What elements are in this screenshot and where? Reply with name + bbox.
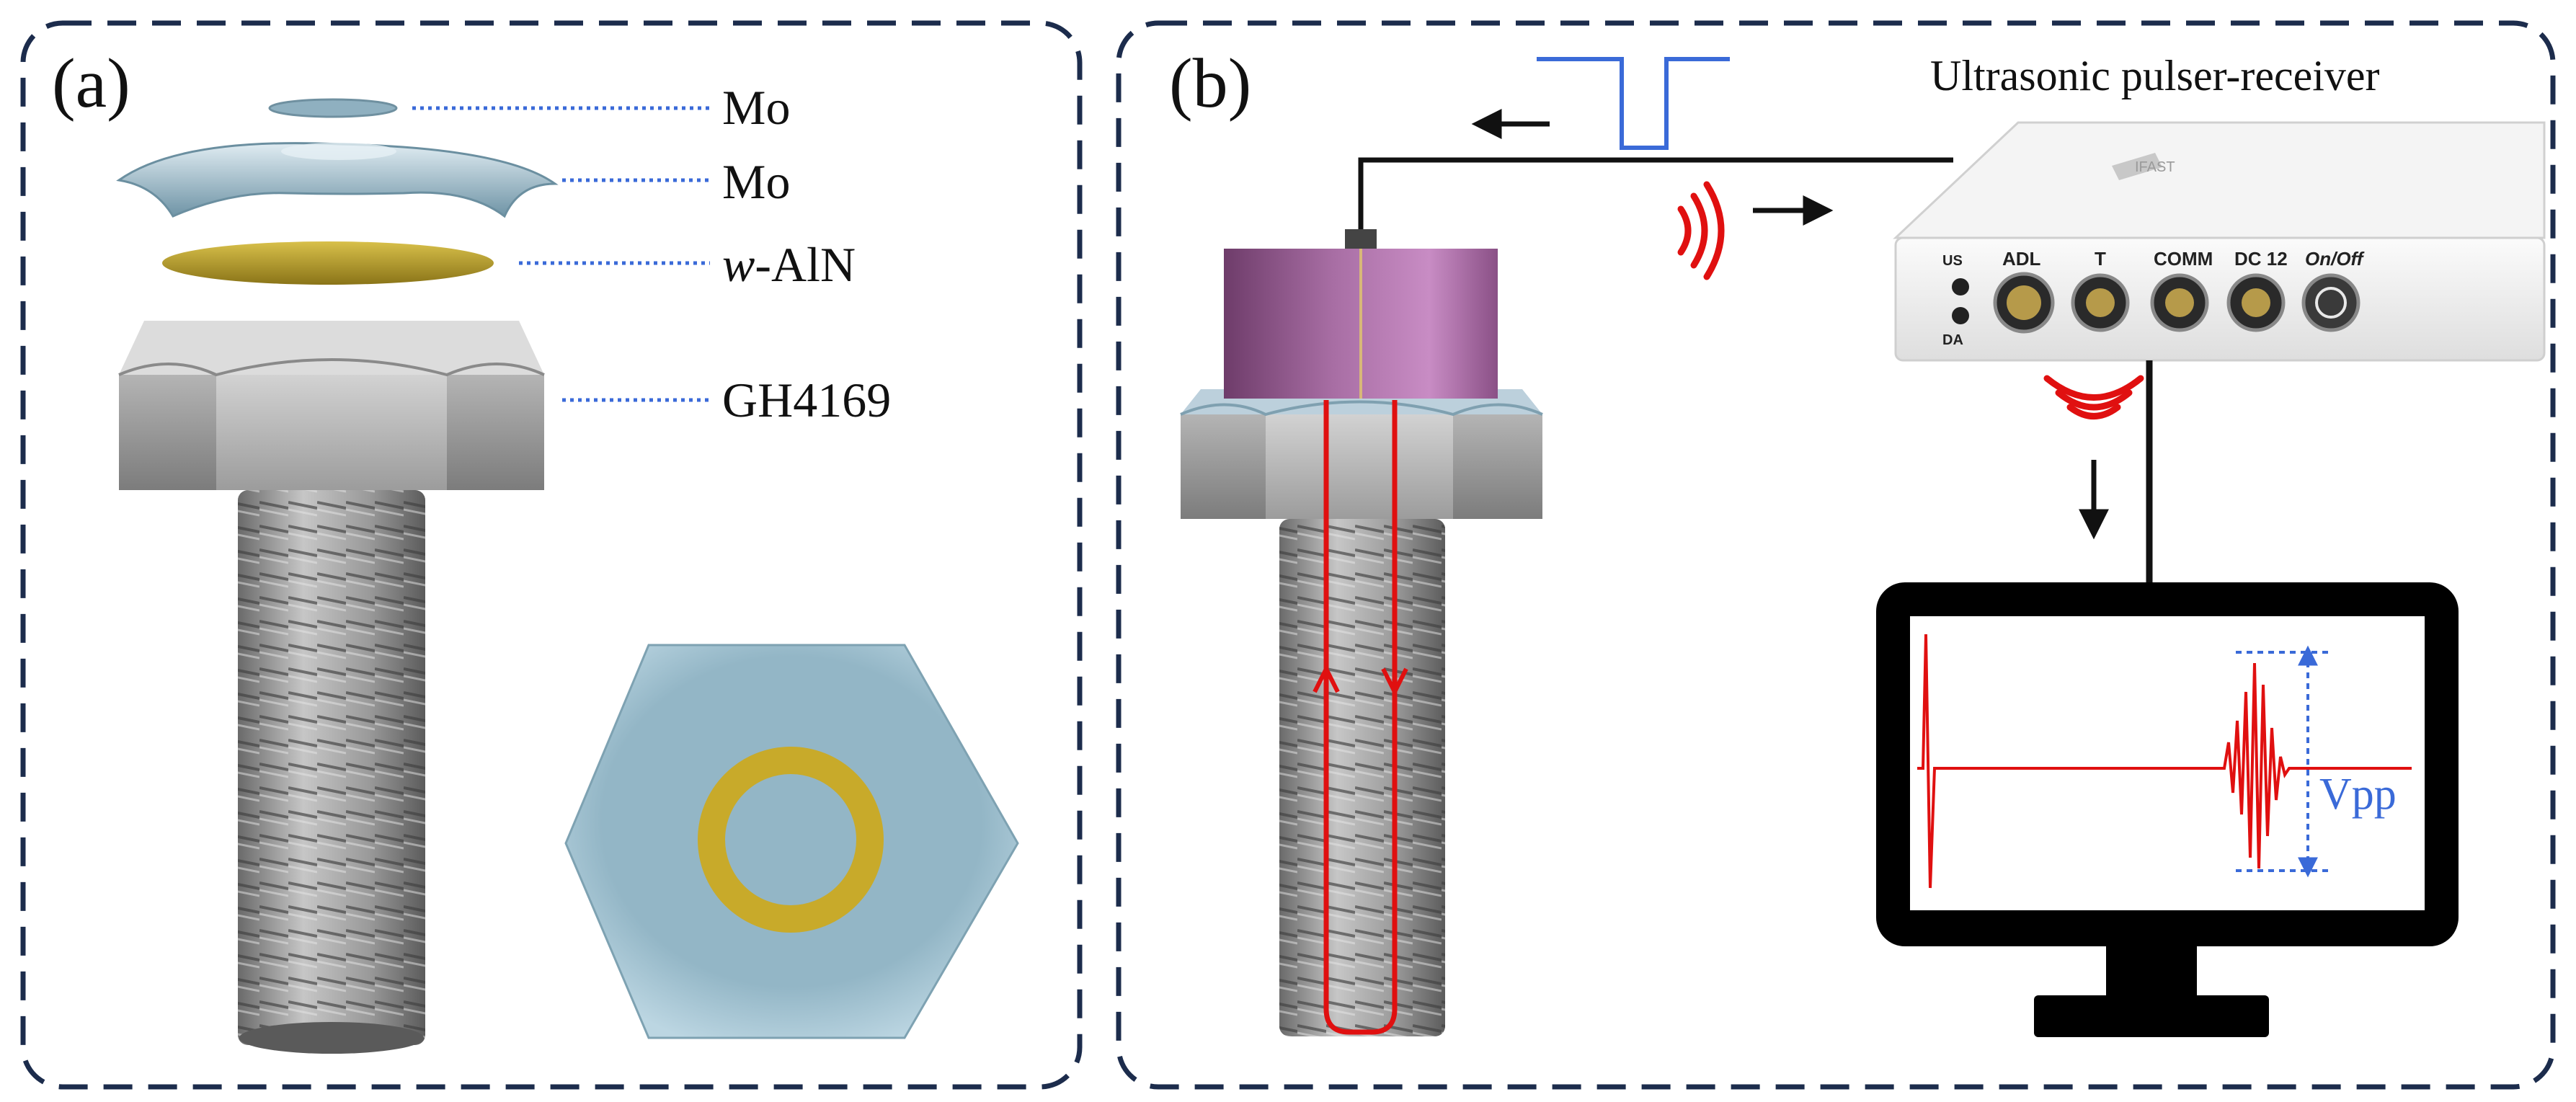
panel-a-tag: (a) <box>52 45 130 123</box>
port-label-comm: COMM <box>2154 248 2213 270</box>
port-label-t: T <box>2095 248 2106 270</box>
layer-label-aln-italic: w <box>722 237 755 292</box>
monitor-screen <box>1910 616 2425 910</box>
aln-film-disc <box>162 241 494 285</box>
brand-logo <box>2112 153 2162 180</box>
wireless-signal-down-icon <box>2043 375 2144 419</box>
leader-lines-a <box>412 106 710 402</box>
pulse-waveform <box>1537 57 1730 150</box>
port-label-dc12: DC 12 <box>2234 248 2288 270</box>
us-jack <box>1952 278 1969 296</box>
wireless-signal-icon <box>1677 181 1725 280</box>
aln-ring <box>698 747 884 933</box>
bolt-hex-head <box>118 321 545 490</box>
side-label-da: DA <box>1942 332 1963 348</box>
echo-signal-trace <box>1917 634 2412 889</box>
panel-b-tag: (b) <box>1169 45 1251 123</box>
top-view-hex <box>564 644 1019 1039</box>
bolt-shank-b <box>1279 519 1445 1036</box>
connector-pin <box>1345 229 1377 249</box>
device-title: Ultrasonic pulser-receiver <box>1930 52 2380 99</box>
layer-label-mo-top: Mo <box>722 80 790 135</box>
mo-top-electrode <box>268 98 398 118</box>
acoustic-wave-path <box>1313 400 1408 1035</box>
signal-cable <box>1358 157 1953 229</box>
pulser-receiver-device: IFAST US DA ADL T COMM DC 12 On/Off <box>1893 121 2546 362</box>
layer-label-gh4169: GH4169 <box>722 373 891 427</box>
port-label-adl: ADL <box>2002 248 2041 270</box>
layer-label-aln: w-AlN <box>722 237 856 292</box>
bolt-shank <box>238 490 425 1054</box>
brand-text: IFAST <box>2135 159 2175 175</box>
vpp-label: Vpp <box>2319 770 2397 819</box>
panel-a-frame <box>20 20 1083 1090</box>
panel-b-frame <box>1116 20 2556 1090</box>
da-jack <box>1952 307 1969 324</box>
side-label-us: US <box>1942 253 1963 269</box>
power-button <box>2301 273 2360 332</box>
layer-label-aln-rest: -AlN <box>755 237 856 292</box>
port-label-onoff: On/Off <box>2305 248 2365 270</box>
vpp-indicator <box>2236 645 2329 878</box>
layer-label-mo-dome: Mo <box>722 154 790 209</box>
bolt-hex-head-b <box>1180 389 1543 519</box>
